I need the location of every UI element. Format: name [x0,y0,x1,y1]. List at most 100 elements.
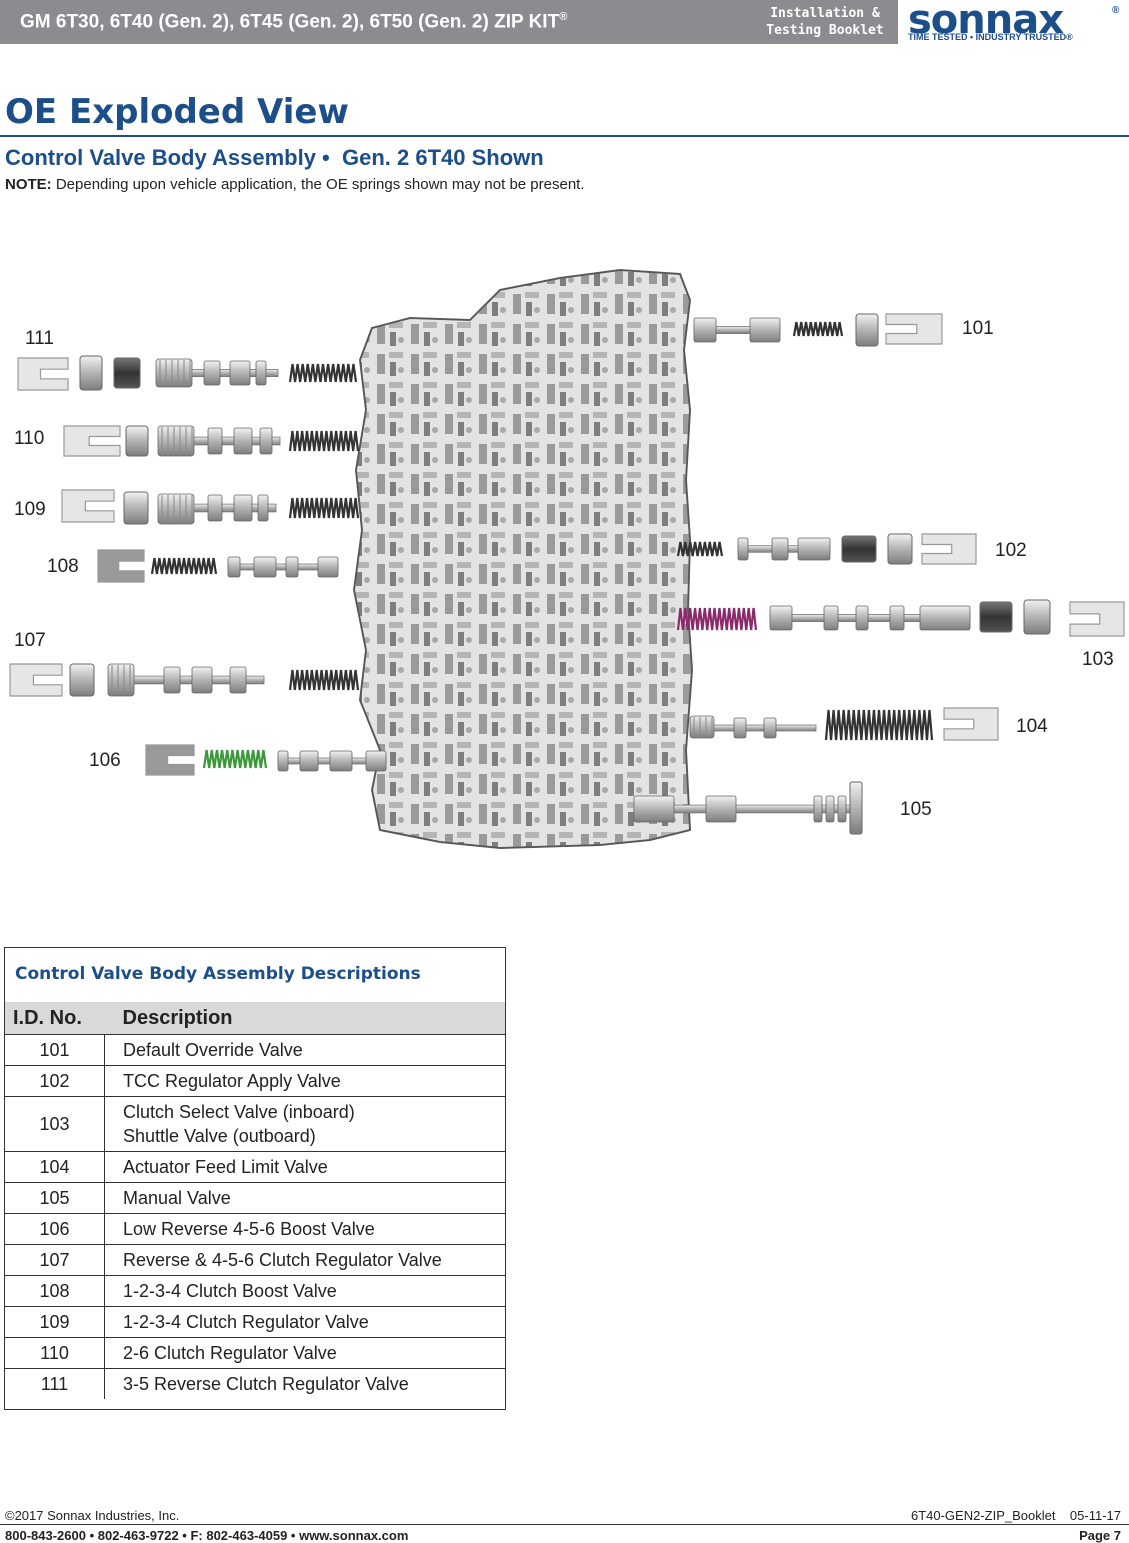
bore-plug [855,313,879,347]
row-description: 3-5 Reverse Clutch Regulator Valve [104,1368,505,1399]
exploded-view-diagram: 111 101 110 109 108 102 107 103 104 106 … [0,230,1129,890]
valve-land [299,750,319,772]
callout-107: 107 [14,630,46,651]
retainer-clip [63,425,121,457]
row-description: Low Reverse 4-5-6 Boost Valve [104,1213,505,1245]
row-description: 1-2-3-4 Clutch Regulator Valve [104,1306,505,1338]
spring [202,749,268,769]
row-id: 108 [5,1275,105,1307]
callout-104: 104 [1016,716,1048,737]
valve-land [825,795,835,823]
valve-land [253,556,277,578]
valve-land [203,360,221,386]
exploded-view-illustration [9,268,1125,850]
row-id: 103 [5,1096,105,1152]
row-id: 107 [5,1244,105,1276]
valve-land [285,556,299,578]
logo-registered-mark: ® [1112,5,1120,16]
callout-108: 108 [47,556,79,577]
sonnax-logo: sonnax [908,0,1064,43]
valve-land [889,605,905,631]
row-id: 111 [5,1368,105,1399]
callout-110: 110 [14,428,45,449]
column-header-description: Description [104,1002,505,1035]
bore-plug [841,535,877,563]
page-header: GM 6T30, 6T40 (Gen. 2), 6T45 (Gen. 2), 6… [0,0,1129,44]
valve-land [365,750,387,772]
title-divider [0,135,1129,137]
valve-land [633,795,675,823]
valve-sleeve [155,358,193,388]
bore-plug [125,425,149,457]
retainer-clip [943,707,999,741]
spring [288,430,360,452]
callout-109: 109 [14,499,46,520]
page-title: OE Exploded View [5,92,349,132]
valve-land [771,537,789,561]
valve-land [919,605,971,631]
row-id: 101 [5,1034,105,1066]
valve-land [191,666,213,694]
spring [676,607,758,631]
valve-land [823,605,839,631]
note-text: Depending upon vehicle application, the … [55,176,585,193]
valve-land [255,360,267,386]
callout-111: 111 [25,328,54,349]
bore-plug [79,355,103,391]
note-label: NOTE: [5,176,52,193]
header-title-text: GM 6T30, 6T40 (Gen. 2), 6T45 (Gen. 2), 6… [20,11,560,33]
valve-land [733,717,747,739]
valve-land [229,360,251,386]
bore-plug [123,491,149,525]
valve-land [769,605,793,631]
row-description: Default Override Valve [104,1034,505,1066]
row-id: 106 [5,1213,105,1245]
valve-land [329,750,353,772]
valve-land [233,427,253,455]
bore-plug [887,533,913,565]
spring [150,557,218,575]
valve-land [259,427,273,455]
bore-plug [113,357,141,389]
retainer-clip [61,489,115,523]
column-header-id: I.D. No. [5,1002,105,1035]
bore-plug [1023,599,1051,635]
valve-land [705,795,737,823]
section-heading-detail: Gen. 2 6T40 Shown [342,145,544,170]
valve-land [749,317,781,343]
valve-land [737,537,749,561]
spring [676,541,724,557]
manual-valve-flange [849,781,863,835]
retainer-clip [921,533,977,565]
footer-contact: 800-843-2600 • 802-463-9722 • F: 802-463… [5,1528,409,1543]
descriptions-table-box: Control Valve Body Assembly Descriptions… [4,947,506,1410]
table-header-row: I.D. No. Description [5,1002,505,1035]
row-description: TCC Regulator Apply Valve [104,1065,505,1097]
valve-land [693,317,717,343]
page-number: Page 7 [1079,1528,1121,1543]
footer-copyright: ©2017 Sonnax Industries, Inc. [5,1508,180,1523]
retainer-clip [145,744,195,776]
footer-divider [0,1524,1129,1525]
row-description: Clutch Select Valve (inboard) Shuttle Va… [104,1096,505,1152]
valve-land [837,795,847,823]
spring [824,709,934,741]
note: NOTE: Depending upon vehicle application… [5,176,585,193]
valve-land [317,556,339,578]
valve-land [257,494,269,522]
valve-land [797,537,831,561]
row-description: 2-6 Clutch Regulator Valve [104,1337,505,1369]
spring [288,363,358,383]
header-title-mark: ® [559,11,568,23]
section-heading-main: Control Valve Body Assembly • [5,145,330,170]
